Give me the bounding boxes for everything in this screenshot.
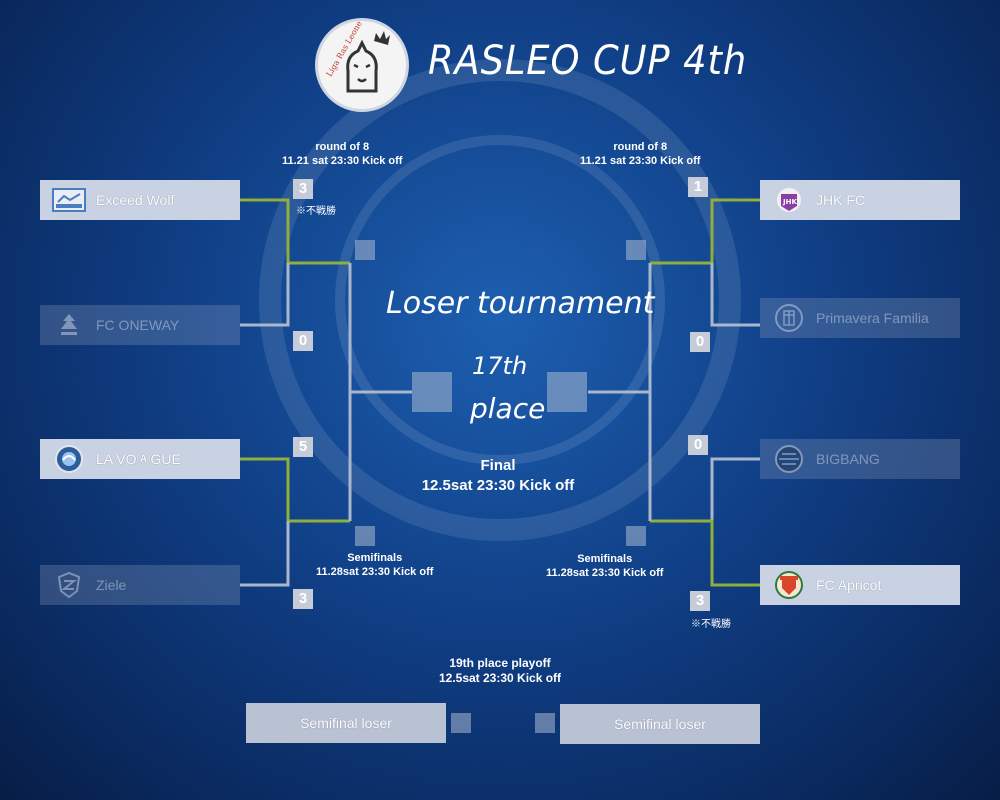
team-fc-oneway[interactable]: FC ONEWAY bbox=[40, 305, 240, 345]
svg-text:JHK: JHK bbox=[782, 198, 797, 206]
left-semifinal-time: 11.28sat 23:30 Kick off bbox=[316, 566, 434, 578]
bracket-line-la-vogue bbox=[240, 457, 350, 523]
score-bigbang: 0 bbox=[688, 435, 708, 455]
team-name: BIGBANG bbox=[816, 451, 880, 467]
walkover-note-exceed-wolf: ※不戦勝 bbox=[296, 206, 336, 217]
team-exceed-wolf[interactable]: Exceed Wolf bbox=[40, 180, 240, 220]
walkover-note-fc-apricot: ※不戦勝 bbox=[691, 619, 731, 630]
team-name: Ziele bbox=[96, 577, 127, 593]
score-fc-oneway: 0 bbox=[293, 331, 313, 351]
left-semifinal-title: Semifinals bbox=[347, 552, 403, 564]
place-line-1: 17th bbox=[472, 352, 528, 380]
bracket-line-exceed-wolf bbox=[240, 198, 350, 265]
loser-tournament-title: Loser tournament bbox=[386, 286, 655, 321]
team-name: LA VOⒶGUE bbox=[96, 451, 181, 467]
bracket-line-primavera bbox=[710, 263, 760, 327]
primavera-emblem bbox=[772, 304, 806, 332]
final-slot-left bbox=[412, 372, 452, 412]
fc-oneway-emblem bbox=[52, 311, 86, 339]
team-ziele[interactable]: Ziele bbox=[40, 565, 240, 605]
bigbang-emblem bbox=[772, 445, 806, 473]
place-line-2: place bbox=[470, 392, 546, 425]
bracket-line-ziele bbox=[240, 521, 290, 587]
playoff-label: 19th place playoff 12.5sat 23:30 Kick of… bbox=[405, 656, 595, 686]
la-vogue-emblem bbox=[52, 445, 86, 473]
team-bigbang[interactable]: BIGBANG bbox=[760, 439, 960, 479]
final-label: Final bbox=[480, 457, 516, 474]
playoff-right-semifinal-loser[interactable]: Semifinal loser bbox=[560, 704, 760, 744]
team-la-vogue[interactable]: LA VOⒶGUE bbox=[40, 439, 240, 479]
team-name: Primavera Familia bbox=[816, 310, 929, 326]
right-semifinal-time: 11.28sat 23:30 Kick off bbox=[546, 567, 664, 579]
team-name: FC ONEWAY bbox=[96, 317, 180, 333]
playoff-score-slot-left bbox=[451, 713, 471, 733]
score-slot-right-semi-top bbox=[626, 240, 646, 260]
team-fc-apricot[interactable]: FC Apricot bbox=[760, 565, 960, 605]
left-semifinal-label: Semifinals 11.28sat 23:30 Kick off bbox=[316, 551, 433, 579]
ziele-emblem bbox=[52, 571, 86, 599]
left-round-time: 11.21 sat 23:30 Kick off bbox=[282, 155, 403, 167]
score-slot-left-semi-top bbox=[355, 240, 375, 260]
score-slot-left-semi-bottom bbox=[355, 526, 375, 546]
right-round-of-8-label: round of 8 11.21 sat 23:30 Kick off bbox=[580, 140, 700, 168]
fc-apricot-emblem bbox=[772, 571, 806, 599]
left-round-of-8-label: round of 8 11.21 sat 23:30 Kick off bbox=[282, 140, 402, 168]
team-name: JHK FC bbox=[816, 192, 865, 208]
playoff-left-semifinal-loser[interactable]: Semifinal loser bbox=[246, 703, 446, 743]
team-primavera-familia[interactable]: Primavera Familia bbox=[760, 298, 960, 338]
playoff-score-slot-right bbox=[535, 713, 555, 733]
team-jhk-fc[interactable]: JHK JHK FC bbox=[760, 180, 960, 220]
right-semifinal-label: Semifinals 11.28sat 23:30 Kick off bbox=[546, 552, 663, 580]
jhk-fc-emblem: JHK bbox=[772, 186, 806, 214]
cup-logo: Liga Ras Leone bbox=[315, 18, 409, 112]
bracket-line-fc-oneway bbox=[240, 263, 290, 327]
bracket-line-fc-apricot bbox=[650, 519, 760, 587]
right-semifinal-title: Semifinals bbox=[577, 553, 633, 565]
score-primavera: 0 bbox=[690, 332, 710, 352]
score-slot-right-semi-bottom bbox=[626, 526, 646, 546]
score-fc-apricot: 3 bbox=[690, 591, 710, 611]
right-round-title: round of 8 bbox=[613, 141, 668, 153]
score-exceed-wolf: 3 bbox=[293, 179, 313, 199]
score-jhk-fc: 1 bbox=[688, 177, 708, 197]
playoff-time: 12.5sat 23:30 Kick off bbox=[438, 671, 562, 685]
score-la-vogue: 5 bbox=[293, 437, 313, 457]
team-name: FC Apricot bbox=[816, 577, 882, 593]
final-label-block: Final 12.5sat 23:30 Kick off bbox=[398, 457, 598, 494]
playoff-title: 19th place playoff bbox=[449, 656, 551, 670]
cup-title: RASLEO CUP 4th bbox=[428, 38, 748, 84]
final-time: 12.5sat 23:30 Kick off bbox=[421, 477, 575, 494]
team-name: Exceed Wolf bbox=[96, 192, 175, 208]
bracket-line-jhk-fc bbox=[650, 198, 760, 265]
exceed-wolf-emblem bbox=[52, 186, 86, 214]
left-round-title: round of 8 bbox=[315, 141, 370, 153]
bracket-line-bigbang bbox=[710, 457, 760, 521]
right-round-time: 11.21 sat 23:30 Kick off bbox=[580, 155, 701, 167]
score-ziele: 3 bbox=[293, 589, 313, 609]
final-slot-right bbox=[547, 372, 587, 412]
